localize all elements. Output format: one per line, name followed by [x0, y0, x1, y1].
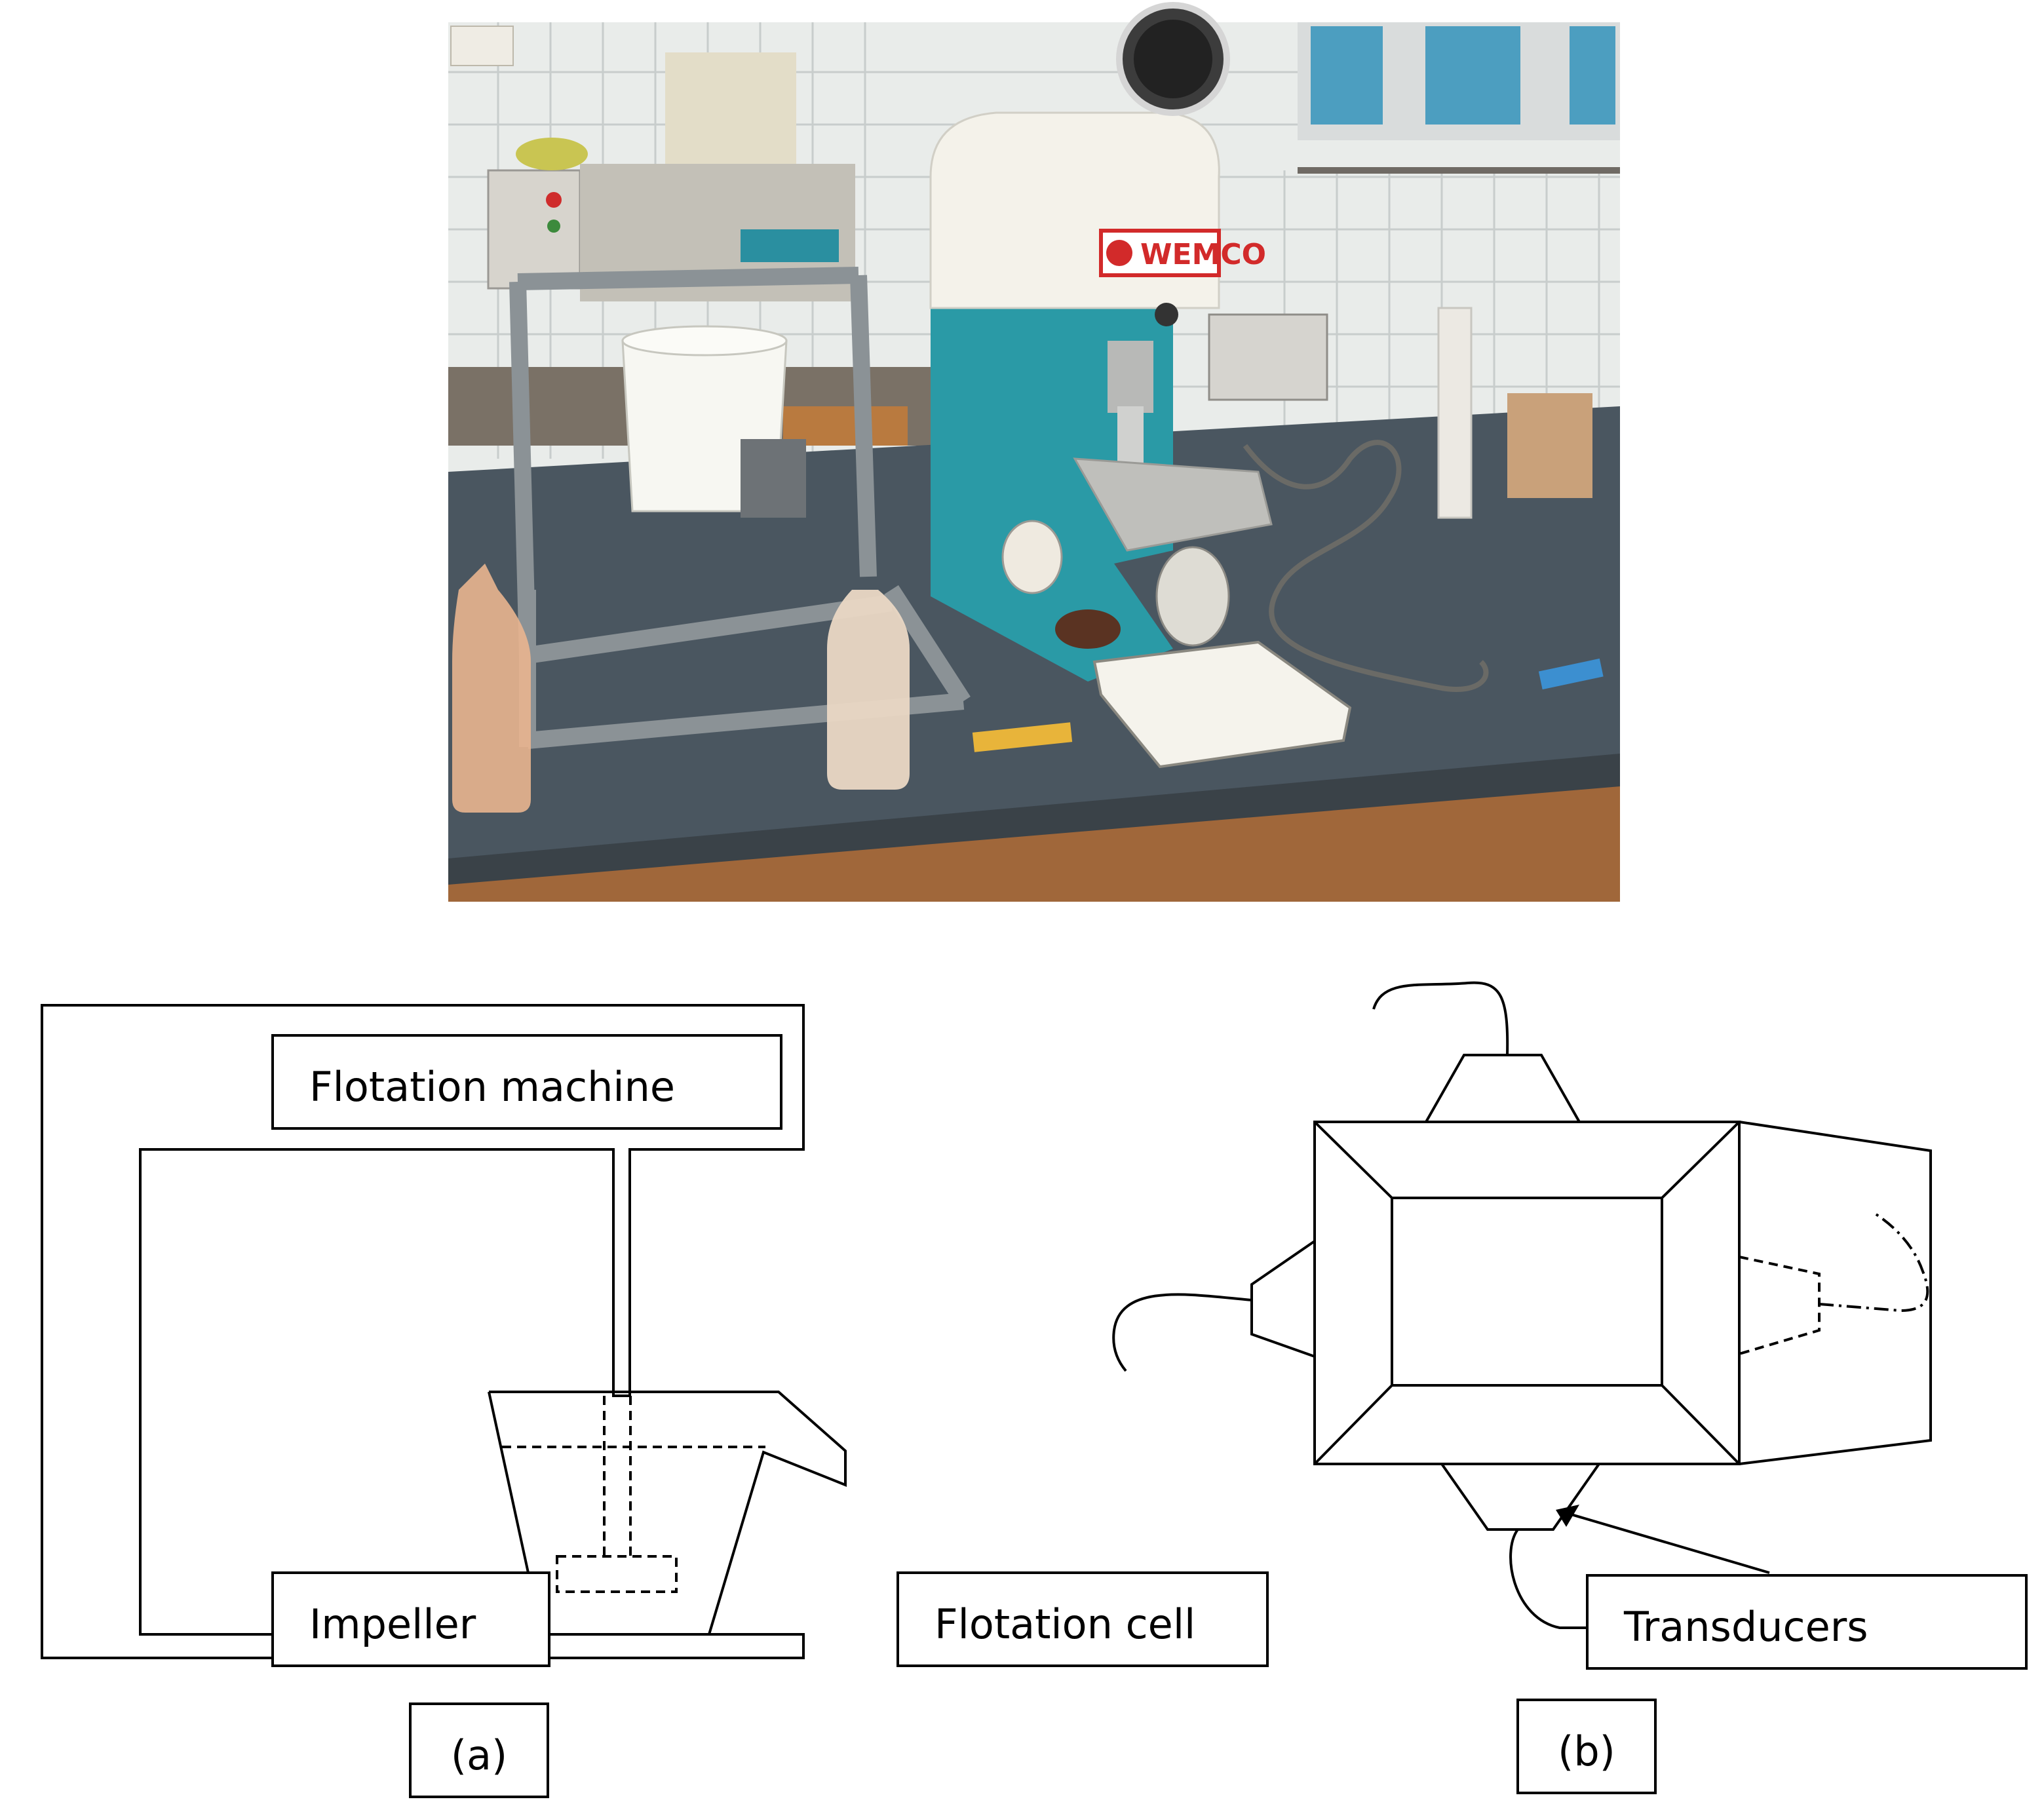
diagram-a: [41, 1004, 847, 1659]
transducer-top: [1425, 1054, 1581, 1123]
photo-brand-sign: WEMCO: [1140, 238, 1266, 271]
photo-red-button: [546, 192, 562, 208]
photo-yellow-bowl: [516, 138, 588, 170]
caption-b-box: [1516, 1699, 1657, 1794]
photo-wash-bottle-right: [827, 590, 910, 790]
photo-blue-card: [1538, 658, 1604, 690]
impeller-label-box: [271, 1571, 550, 1667]
photo-metal-frame: [509, 267, 971, 749]
photo-windows: [1298, 22, 1620, 174]
photo-cables: [1243, 440, 1489, 692]
transducers-label: Transducers: [1623, 1603, 1868, 1651]
cable-top: [1372, 981, 1509, 1056]
photo-small-box: [741, 439, 806, 518]
transducer-pointer-line: [1568, 1512, 1770, 1574]
transducer-bottom: [1440, 1463, 1600, 1531]
diagram-b: [1112, 981, 1932, 1629]
flotation-machine-label: Flotation machine: [309, 1063, 675, 1111]
photo-yellow-card: [972, 722, 1073, 752]
transducer-left: [1250, 1240, 1316, 1358]
photo-paper-small: [450, 26, 514, 66]
flotation-cell-left-wall: [488, 1391, 530, 1573]
flotation-machine-frame: [41, 1004, 805, 1659]
flotation-machine-label-box: [271, 1034, 782, 1130]
transducers-label-box: [1586, 1574, 2028, 1670]
photo-teal-tray: [741, 229, 839, 262]
cable-bottom: [1509, 1528, 1589, 1629]
cell-outer-rect: [1313, 1121, 1741, 1465]
impeller-dashed: [502, 1396, 765, 1593]
cable-left: [1112, 1293, 1252, 1372]
photo-measuring-cylinder: [1437, 307, 1473, 519]
lab-photo: WEMCO: [448, 2, 1620, 902]
photo-enamel-tray: [1092, 640, 1352, 769]
photo-instrument-box: [1208, 313, 1328, 401]
caption-a: (a): [451, 1731, 507, 1779]
flotation-cell-label-box: [897, 1571, 1269, 1667]
photo-control-box: [487, 169, 581, 290]
photo-flotation-machine: WEMCO: [929, 2, 1273, 682]
cell-inner-rect: [1391, 1197, 1663, 1387]
caption-b: (b): [1558, 1727, 1615, 1775]
flotation-cell-outline: [489, 1391, 847, 1635]
cell-side-face: [1739, 1121, 1932, 1465]
caption-a-box: [409, 1702, 549, 1798]
photo-bench-edge: [448, 754, 1620, 885]
photo-wood-block: [1507, 393, 1592, 498]
photo-paper-notice: [665, 52, 796, 177]
photo-wash-bottle-left: [452, 564, 531, 813]
transducer-right-hidden: [1739, 1256, 1821, 1355]
impeller-label: Impeller: [309, 1600, 476, 1648]
photo-green-button: [547, 220, 560, 233]
transducer-arrowhead: [1556, 1505, 1579, 1527]
cable-right-hidden: [1819, 1211, 1929, 1313]
flotation-cell-label: Flotation cell: [935, 1600, 1195, 1648]
